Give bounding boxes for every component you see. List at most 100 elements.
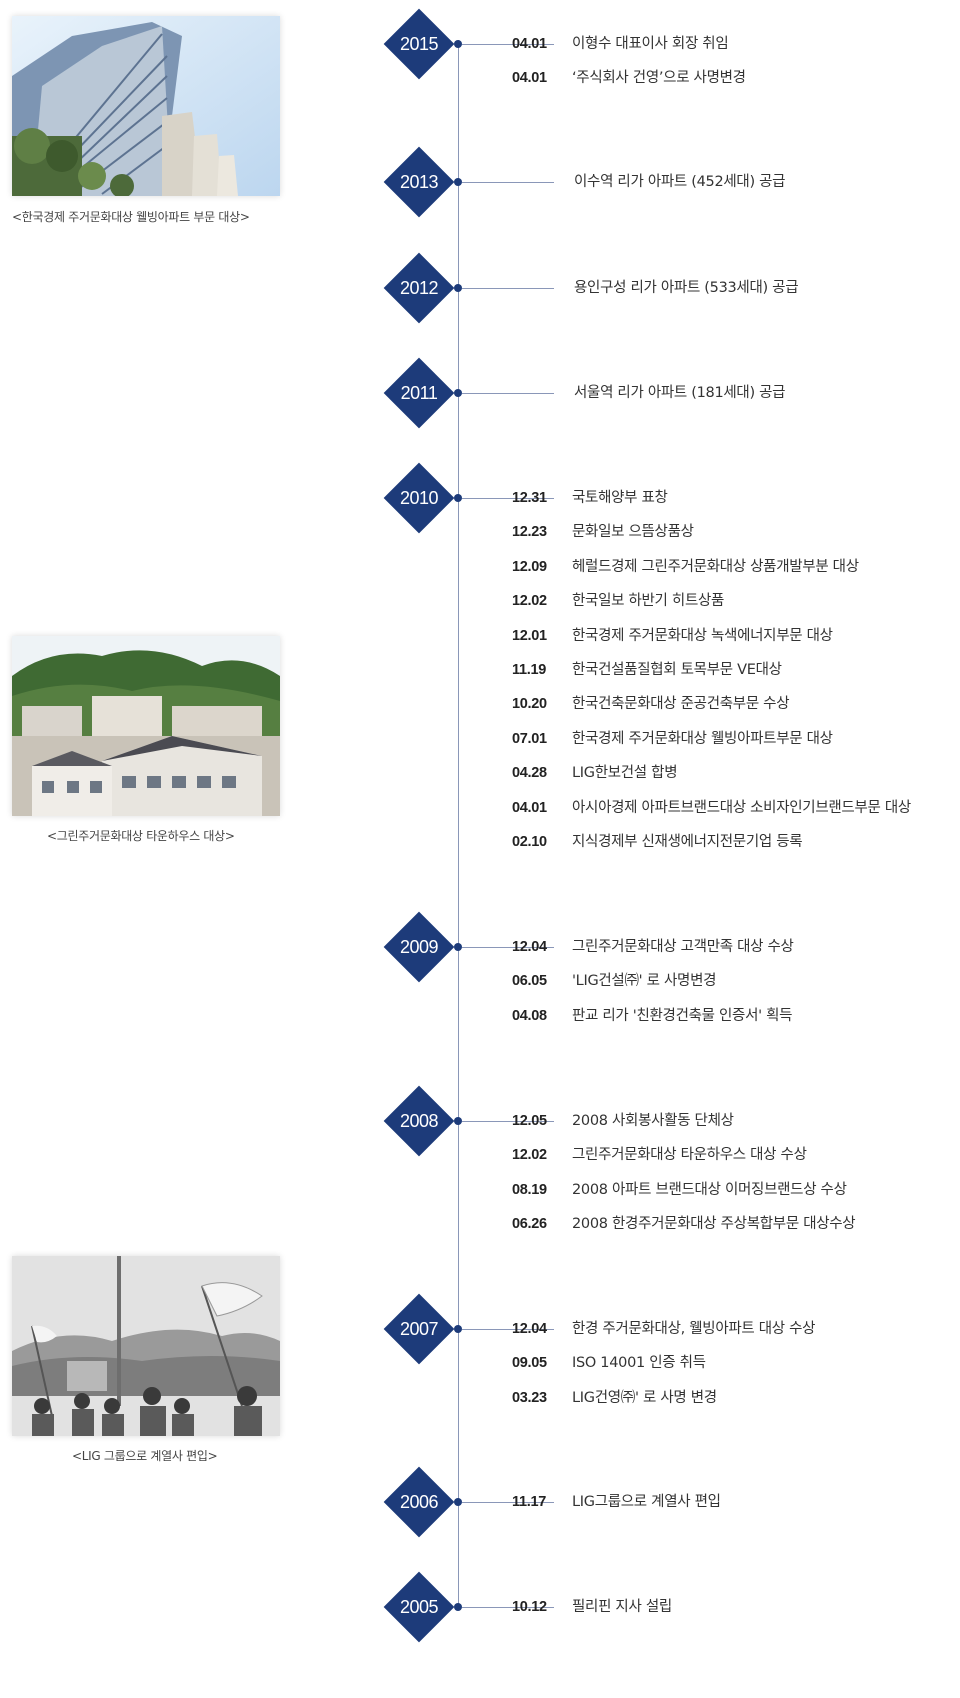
year-label: 2011: [400, 383, 438, 403]
timeline-event: 06.26 2008 한경주거문화대상 주상복합부문 대상수상: [512, 1211, 856, 1237]
event-text: 이형수 대표이사 회장 취임: [572, 36, 729, 52]
event-text: LIG한보건설 합병: [572, 765, 678, 782]
event-text: 한국경제 주거문화대상 웰빙아파트부문 대상: [572, 730, 833, 747]
year-marker: 2007: [383, 1293, 455, 1365]
year-label: 2005: [399, 1597, 439, 1617]
timeline-event: 12.04 그린주거문화대상 고객만족 대상 수상: [512, 934, 794, 960]
year-marker: 2013: [383, 146, 455, 218]
timeline-event: 용인구성 리가 아파트 (533세대) 공급: [512, 275, 799, 301]
year-label: 2007: [399, 1319, 439, 1339]
event-date: 04.01: [512, 799, 547, 816]
event-date: 11.17: [512, 1494, 546, 1510]
event-date: 02.10: [512, 834, 547, 850]
event-date: 09.05: [512, 1355, 547, 1372]
year-marker: 2008: [383, 1085, 455, 1157]
event-date: 12.04: [512, 939, 547, 955]
event-text: 2008 아파트 브랜드대상 이머징브랜드상 수상: [572, 1181, 847, 1198]
event-text: 2008 사회봉사활동 단체상: [572, 1113, 734, 1129]
event-text: ‘주식회사 건영’으로 사명변경: [572, 70, 746, 87]
event-text: 서울역 리가 아파트 (181세대) 공급: [574, 385, 786, 401]
group-march-photo: [12, 1256, 280, 1436]
connector-line: [462, 393, 554, 394]
year-marker: 2005: [383, 1571, 455, 1643]
event-text: LIG그룹으로 계열사 편입: [572, 1494, 721, 1510]
timeline-dot: [454, 284, 462, 292]
year-marker: 2009: [383, 911, 455, 983]
timeline-event: 04.01 아시아경제 아파트브랜드대상 소비자인기브랜드부문 대상: [512, 795, 911, 821]
year-marker: 2011: [383, 357, 455, 429]
timeline-dot: [454, 1498, 462, 1506]
event-text: 한경 주거문화대상, 웰빙아파트 대상 수상: [572, 1321, 816, 1337]
event-text: 한국일보 하반기 히트상품: [572, 593, 725, 610]
timeline-event: 04.28 LIG한보건설 합병: [512, 760, 678, 786]
year-label: 2009: [399, 937, 439, 957]
event-date: 12.02: [512, 593, 547, 610]
timeline-event: 12.01 한국경제 주거문화대상 녹색에너지부문 대상: [512, 623, 833, 649]
timeline-event: 10.20 한국건축문화대상 준공건축부문 수상: [512, 691, 790, 717]
event-text: 국토해양부 표창: [572, 490, 668, 506]
timeline-dot: [454, 389, 462, 397]
event-text: 판교 리가 '친환경건축물 인증서' 획득: [572, 1007, 793, 1024]
event-text: 한국건축문화대상 준공건축부문 수상: [572, 696, 790, 713]
connector-line: [462, 1607, 554, 1608]
connector-line: [462, 182, 554, 183]
year-label: 2008: [399, 1111, 439, 1131]
event-date: 12.23: [512, 524, 547, 541]
event-date: 10.20: [512, 696, 547, 713]
year-label: 2010: [399, 488, 439, 508]
event-text: 2008 한경주거문화대상 주상복합부문 대상수상: [572, 1216, 856, 1233]
timeline-event: 12.02 한국일보 하반기 히트상품: [512, 588, 724, 614]
event-text: 헤럴드경제 그린주거문화대상 상품개발부분 대상: [572, 558, 859, 575]
event-text: 필리핀 지사 설립: [572, 1599, 672, 1615]
connector-line: [462, 1121, 554, 1122]
event-text: 문화일보 으뜸상품상: [572, 524, 694, 541]
event-text: ISO 14001 인증 취득: [572, 1355, 706, 1372]
event-date: 11.19: [512, 662, 546, 678]
photo-caption: <한국경제 주거문화대상 웰빙아파트 부문 대상>: [12, 210, 250, 224]
timeline-dot: [454, 943, 462, 951]
timeline-dot: [454, 40, 462, 48]
townhouse-photo: [12, 636, 280, 816]
year-marker: 2015: [383, 8, 455, 80]
event-text: LIG건영㈜' 로 사명 변경: [572, 1389, 717, 1406]
event-text: 한국건설품질협회 토목부문 VE대상: [572, 662, 782, 678]
timeline-event: 12.04 한경 주거문화대상, 웰빙아파트 대상 수상: [512, 1316, 816, 1342]
year-label: 2006: [399, 1492, 439, 1512]
year-marker: 2012: [383, 252, 455, 324]
event-text: 아시아경제 아파트브랜드대상 소비자인기브랜드부문 대상: [572, 799, 911, 816]
timeline-event: 11.17 LIG그룹으로 계열사 편입: [512, 1489, 721, 1515]
timeline-event: 12.23 문화일보 으뜸상품상: [512, 519, 694, 545]
event-date: 04.01: [512, 70, 547, 87]
event-text: 지식경제부 신재생에너지전문기업 등록: [572, 834, 803, 850]
event-date: 04.01: [512, 36, 547, 52]
event-date: 12.31: [512, 490, 547, 506]
connector-line: [462, 1329, 554, 1330]
timeline-axis: [458, 40, 459, 1610]
apartment-photo: [12, 16, 280, 196]
photo-caption: <그린주거문화대상 타운하우스 대상>: [47, 829, 235, 843]
event-date: 04.28: [512, 765, 547, 782]
event-date: 08.19: [512, 1181, 547, 1198]
timeline-event: 02.10 지식경제부 신재생에너지전문기업 등록: [512, 829, 803, 855]
event-date: 12.01: [512, 627, 547, 644]
timeline-event: 이수역 리가 아파트 (452세대) 공급: [512, 169, 786, 195]
timeline-dot: [454, 178, 462, 186]
event-date: 06.26: [512, 1216, 547, 1233]
event-date: 12.04: [512, 1321, 547, 1337]
timeline-event: 12.31 국토해양부 표창: [512, 485, 668, 511]
event-text: 그린주거문화대상 타운하우스 대상 수상: [572, 1147, 807, 1164]
event-text: 한국경제 주거문화대상 녹색에너지부문 대상: [572, 627, 833, 644]
event-text: 그린주거문화대상 고객만족 대상 수상: [572, 939, 794, 955]
year-label: 2012: [399, 278, 439, 298]
photo-caption: <LIG 그룹으로 계열사 편입>: [72, 1449, 218, 1463]
event-date: 06.05: [512, 973, 547, 990]
year-label: 2013: [399, 172, 439, 192]
timeline-event: 04.01 이형수 대표이사 회장 취임: [512, 31, 729, 57]
